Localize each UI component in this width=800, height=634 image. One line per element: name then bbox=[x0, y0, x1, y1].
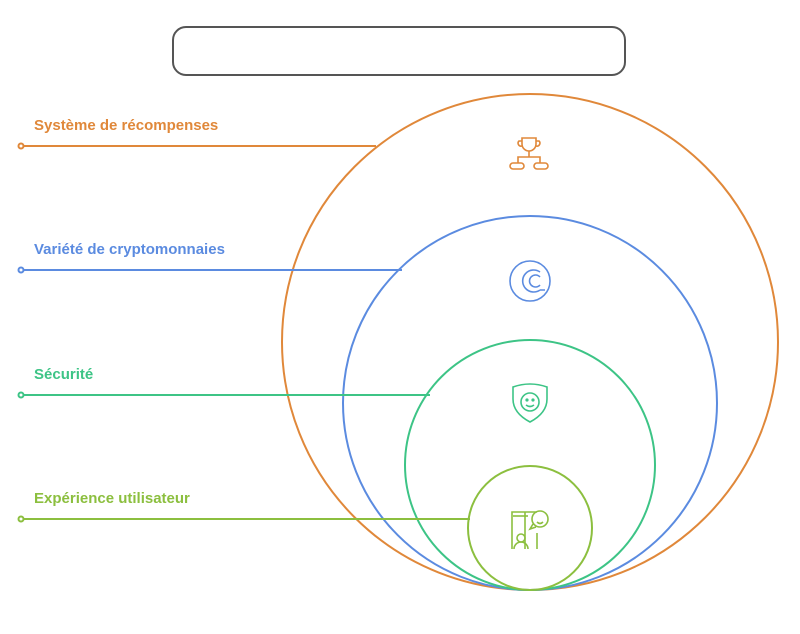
title-box bbox=[172, 26, 626, 76]
connector-rewards bbox=[17, 142, 376, 150]
crypto-coin-icon bbox=[509, 260, 551, 302]
connector-crypto bbox=[17, 266, 402, 274]
connector-security bbox=[17, 391, 430, 399]
circle-crypto bbox=[342, 215, 718, 591]
label-security: Sécurité bbox=[34, 366, 94, 383]
connector-ux bbox=[17, 515, 470, 523]
label-crypto: Variété de cryptomonnaies bbox=[34, 241, 225, 258]
circle-rewards bbox=[281, 93, 779, 591]
circle-ux bbox=[467, 465, 593, 591]
label-rewards: Système de récompenses bbox=[34, 117, 219, 134]
label-ux: Expérience utilisateur bbox=[34, 490, 190, 507]
trophy-hierarchy-icon bbox=[509, 137, 549, 170]
user-feedback-icon bbox=[511, 510, 549, 550]
shield-face-icon bbox=[512, 383, 548, 423]
